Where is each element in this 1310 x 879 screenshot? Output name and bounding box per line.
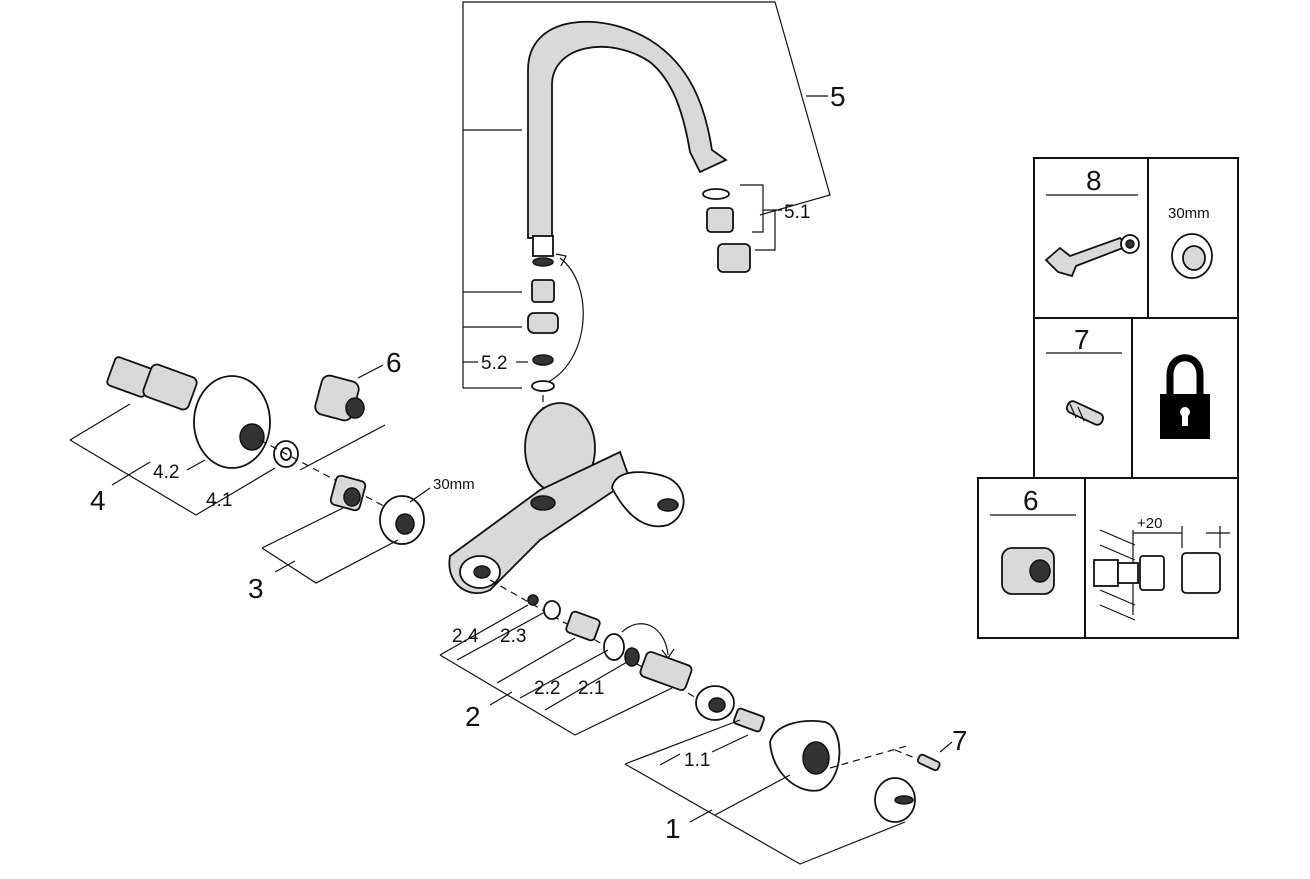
callout-2-1: 2.1 (578, 678, 604, 699)
callout-5-1: 5.1 (784, 202, 810, 223)
seal-ring (532, 257, 554, 267)
legend-6-number: 6 (1023, 485, 1039, 516)
legend-7-number: 7 (1074, 324, 1090, 355)
body-shell (448, 450, 632, 594)
callout-2-3: 2.3 (500, 626, 526, 647)
spout-tail (532, 235, 554, 257)
screw-7 (917, 753, 941, 772)
cartridge-head (565, 610, 601, 642)
connector-group: 6 4 4.2 4.1 (69, 347, 411, 521)
spindle-1-1 (733, 707, 765, 733)
callout-1-1: 1.1 (684, 750, 710, 771)
extension-icon (1001, 547, 1055, 595)
nut-icon (1171, 233, 1213, 279)
o-ring-5-2b (531, 380, 555, 392)
callout-2-2: 2.2 (534, 678, 560, 699)
callout-6: 6 (386, 347, 402, 378)
part-2-4 (527, 594, 539, 606)
union-nut (142, 363, 198, 411)
spout-inlet (530, 495, 556, 511)
legend-panel-6: 6 +20 (977, 477, 1239, 639)
aerator-washer (702, 188, 730, 200)
part-3-group: 30mm 3 (248, 474, 475, 604)
padlock-icon (1160, 354, 1210, 439)
callout-3: 3 (248, 573, 264, 604)
extension-dimension-icon (1093, 526, 1230, 621)
callout-2: 2 (465, 701, 481, 732)
sleeve (531, 279, 555, 303)
part-2-3 (543, 600, 561, 620)
o-ring-2-1 (624, 647, 640, 667)
callout-4-1: 4.1 (206, 490, 232, 511)
aerator-housing (717, 243, 751, 273)
callout-2-4: 2.4 (452, 626, 479, 647)
callout-7: 7 (952, 725, 968, 756)
legend-panel-7: 7 (1033, 317, 1239, 479)
o-ring-2-2 (603, 633, 625, 661)
aerator-insert (706, 207, 734, 233)
screw-icon (1065, 400, 1105, 426)
nut-5 (527, 312, 559, 334)
legend-panel-8: 8 30mm (1033, 157, 1239, 319)
mixer-body (448, 395, 685, 594)
callout-4-2: 4.2 (153, 462, 179, 483)
legend-8-size: 30mm (1168, 205, 1210, 222)
legend-8-number: 8 (1086, 165, 1102, 196)
cartridge-body (639, 651, 693, 691)
spout-group: 5 5.2 5.1 (462, 1, 846, 392)
callout-4: 4 (90, 485, 106, 516)
callout-1: 1 (665, 813, 681, 844)
handle-main (611, 471, 685, 528)
cover-rosette (193, 375, 271, 469)
o-ring-5-2a (532, 354, 554, 366)
part-1-group: 7 1.1 1 (624, 685, 968, 865)
part-2-group: 2.4 2.3 2.2 2.1 2 (439, 579, 701, 736)
legend-6-dimension: +20 (1137, 515, 1162, 532)
callout-5: 5 (830, 81, 846, 112)
spout-tube (527, 20, 728, 239)
callout-5-2: 5.2 (481, 353, 507, 374)
size-30mm: 30mm (433, 476, 475, 493)
wrench-icon (1044, 234, 1140, 278)
